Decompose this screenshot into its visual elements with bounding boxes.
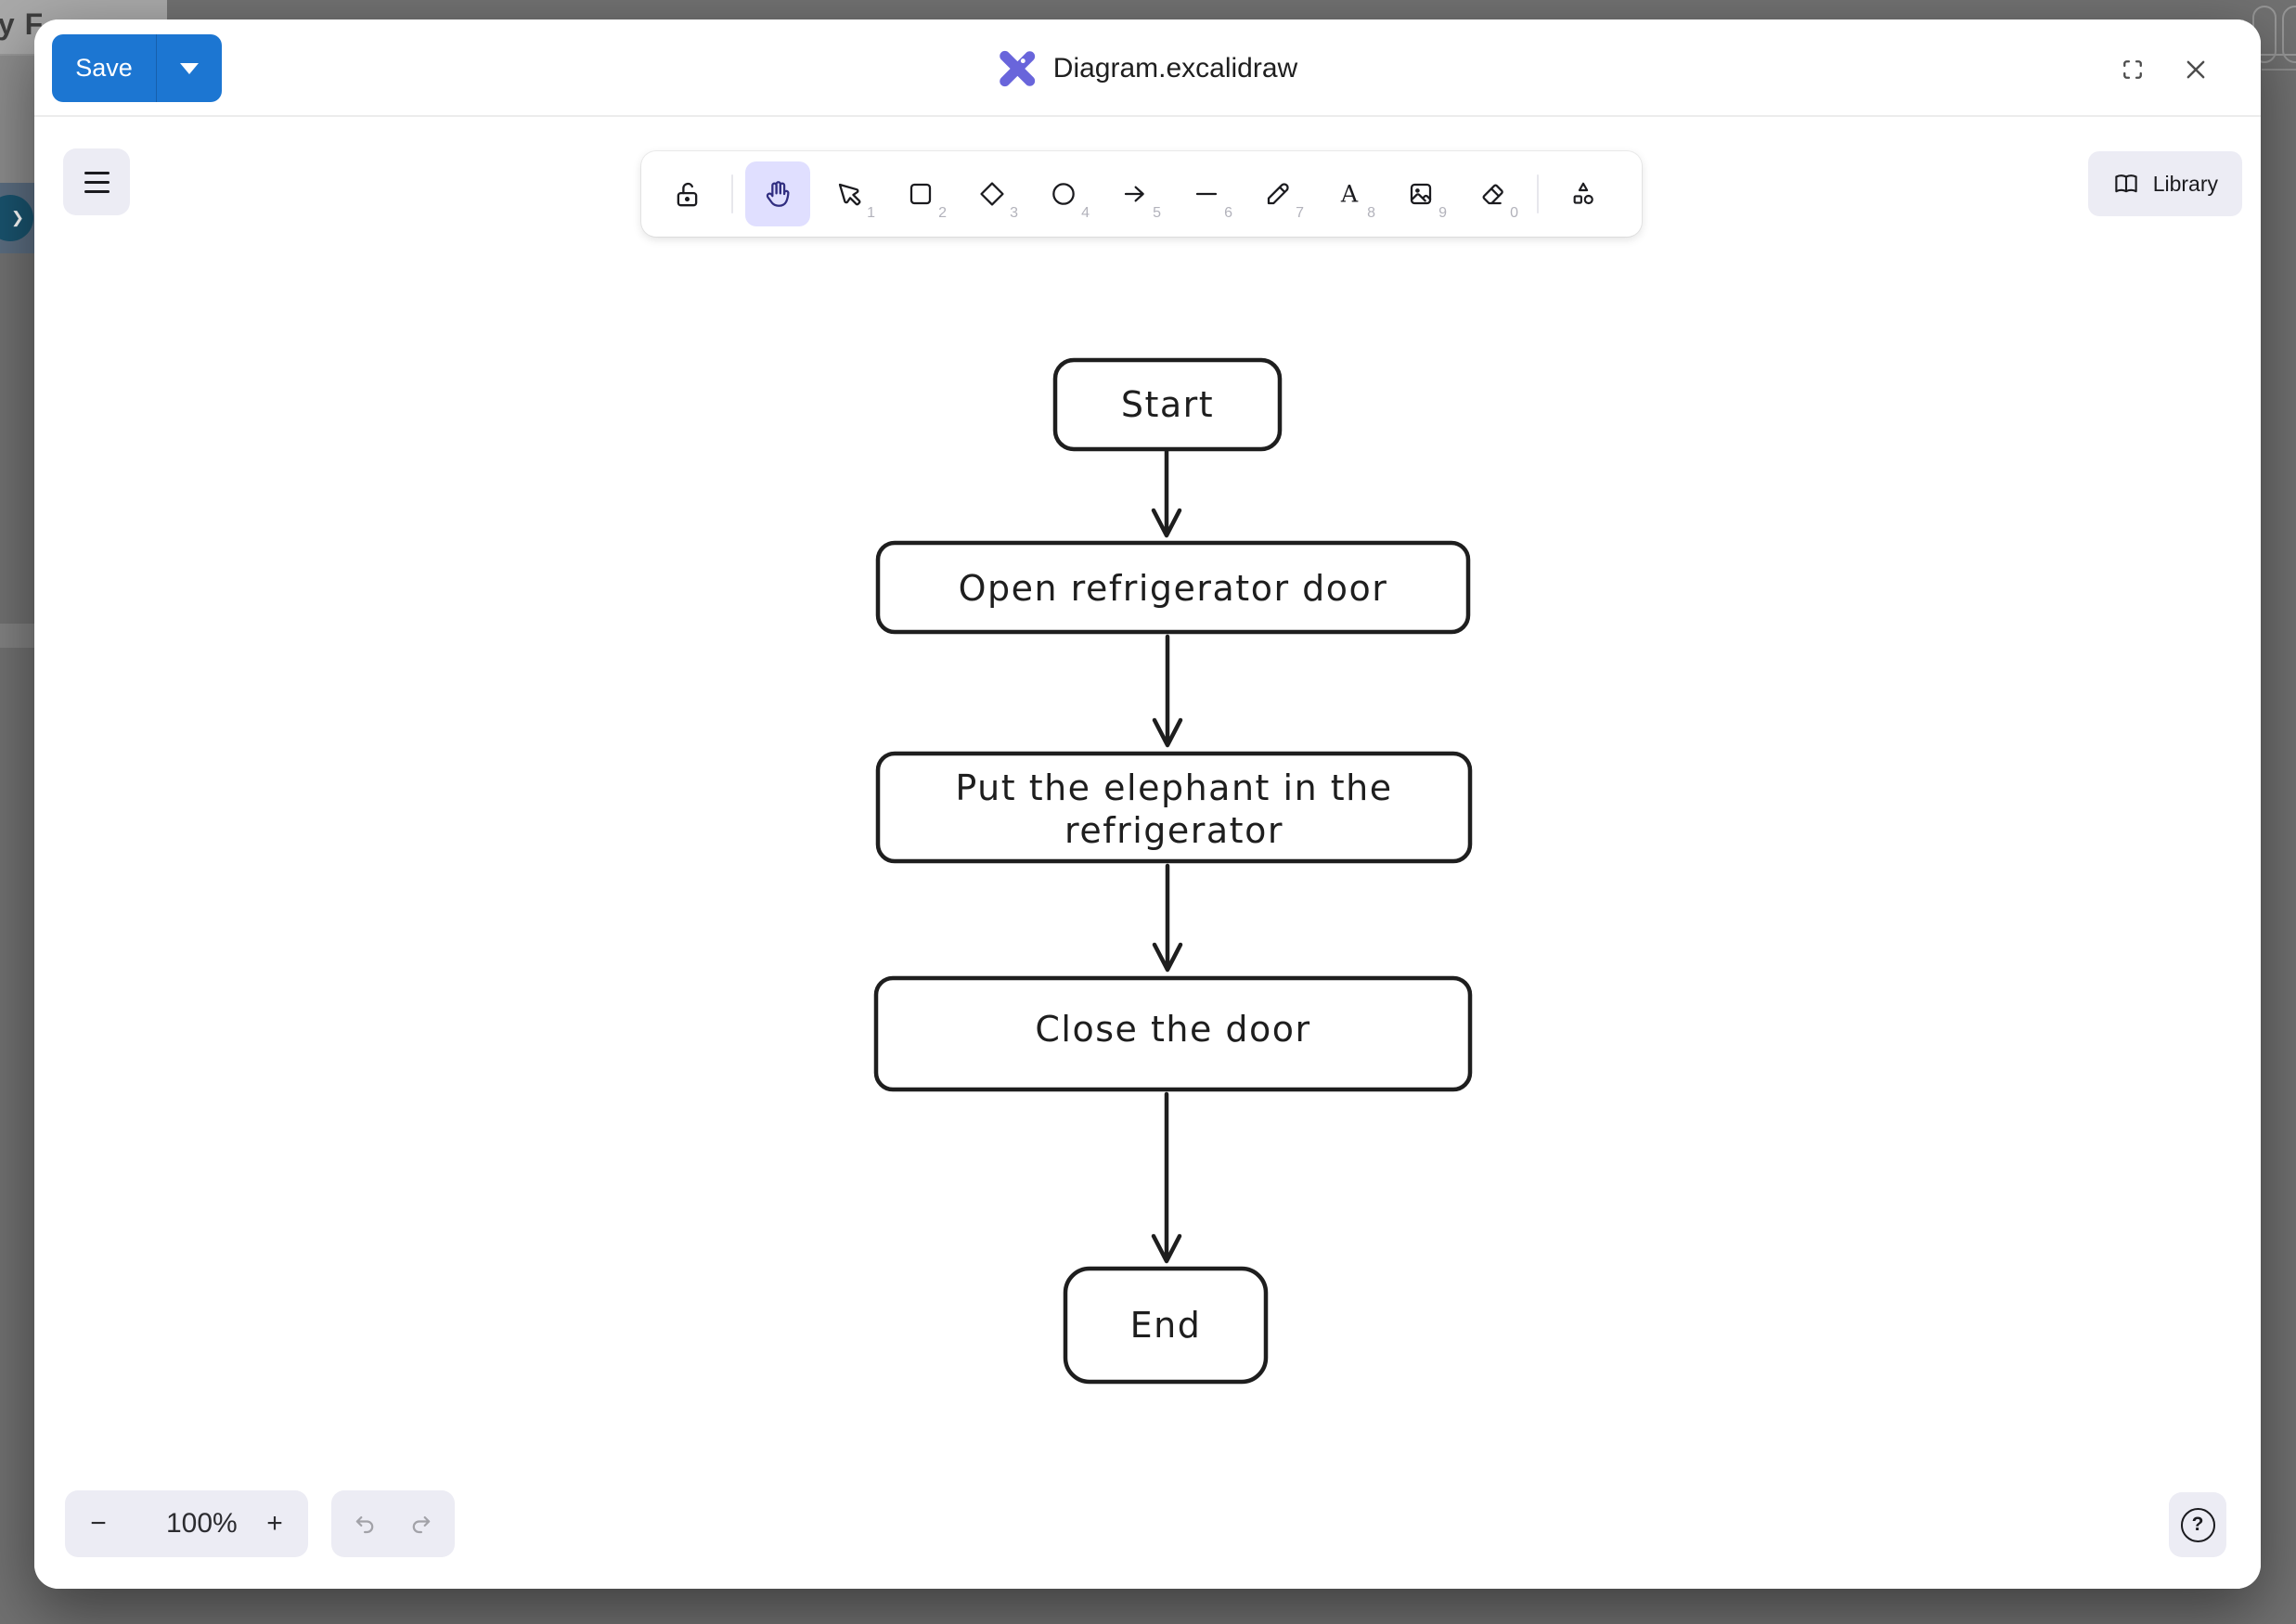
history-controls <box>331 1490 455 1557</box>
flow-edge[interactable] <box>1152 634 1183 748</box>
toolbar-divider <box>731 174 733 213</box>
fullscreen-button[interactable] <box>2114 51 2151 88</box>
shortcut-badge: 5 <box>1153 205 1161 221</box>
flow-edge[interactable] <box>1151 1091 1182 1264</box>
help-icon: ? <box>2180 1507 2215 1542</box>
shortcut-badge: 8 <box>1367 205 1375 221</box>
diamond-icon <box>980 182 1004 206</box>
zoom-level[interactable]: 100% <box>161 1498 238 1550</box>
hamburger-icon <box>84 171 110 193</box>
flow-node-put-elephant[interactable]: Put the elephant in the refrigerator <box>875 751 1473 864</box>
zoom-in-button[interactable]: + <box>249 1498 301 1550</box>
svg-text:Start: Start <box>1121 384 1214 425</box>
undo-icon <box>355 1516 373 1534</box>
redo-button[interactable] <box>397 1498 445 1550</box>
text-tool-button[interactable]: A 8 <box>1317 161 1382 226</box>
save-split-button: Save <box>52 34 222 102</box>
eraser-icon <box>1482 184 1503 205</box>
diamond-tool-button[interactable]: 3 <box>960 161 1025 226</box>
close-icon <box>2186 60 2205 79</box>
flowchart: Start Open refrigerator door Put the ele… <box>873 357 1473 1385</box>
svg-text:refrigerator: refrigerator <box>1064 810 1283 851</box>
flow-node-close-door[interactable]: Close the door <box>873 975 1473 1092</box>
shortcut-badge: 1 <box>867 205 875 221</box>
rectangle-icon <box>909 183 932 205</box>
toolbar-divider <box>1537 174 1539 213</box>
shortcut-badge: 9 <box>1438 205 1447 221</box>
shortcut-badge: 0 <box>1510 205 1518 221</box>
redo-icon <box>413 1516 431 1534</box>
svg-text:Put the elephant in the: Put the elephant in the <box>955 767 1392 808</box>
drawing-canvas[interactable]: Start Open refrigerator door Put the ele… <box>34 117 2261 1589</box>
modal-title-area: Diagram.excalidraw <box>34 19 2261 117</box>
ellipse-icon <box>1052 183 1075 205</box>
zoom-controls: − 100% + <box>65 1490 308 1557</box>
undo-button[interactable] <box>341 1498 389 1550</box>
help-button[interactable]: ? <box>2169 1492 2226 1557</box>
shapes-icon <box>1573 182 1593 205</box>
flow-node-start[interactable]: Start <box>1052 357 1283 452</box>
pencil-icon <box>1267 183 1289 205</box>
arrow-right-icon: ❯ <box>10 209 25 226</box>
save-options-button[interactable] <box>156 34 222 102</box>
lock-tool-button[interactable] <box>654 161 719 226</box>
unlock-icon <box>677 182 697 206</box>
excalidraw-logo-icon <box>1000 50 1035 86</box>
text-icon: A <box>1340 180 1359 208</box>
background-button-outline <box>2282 6 2296 63</box>
image-icon <box>1410 183 1432 205</box>
background-divider <box>2262 69 2296 71</box>
hand-tool-button[interactable] <box>745 161 810 226</box>
library-label: Library <box>2152 171 2218 196</box>
save-button[interactable]: Save <box>52 34 156 102</box>
book-icon <box>2115 174 2137 193</box>
hand-icon <box>766 181 790 207</box>
arrow-tool-button[interactable]: 5 <box>1103 161 1167 226</box>
shapes-tool-button[interactable] <box>1551 161 1616 226</box>
flow-node-open-door[interactable]: Open refrigerator door <box>875 540 1471 635</box>
shortcut-badge: 6 <box>1224 205 1232 221</box>
library-button[interactable]: Library <box>2087 151 2242 216</box>
zoom-out-button[interactable]: − <box>72 1498 124 1550</box>
image-tool-button[interactable]: 9 <box>1388 161 1453 226</box>
file-title: Diagram.excalidraw <box>1052 52 1298 84</box>
excalidraw-modal: Save Diagram.excalidraw <box>34 19 2261 1589</box>
modal-header: Save Diagram.excalidraw <box>34 19 2261 117</box>
tool-toolbar: 1 2 3 4 <box>641 151 1642 237</box>
shortcut-badge: 7 <box>1296 205 1304 221</box>
selection-cursor-icon <box>838 183 861 206</box>
svg-text:End: End <box>1130 1305 1202 1346</box>
flow-edge[interactable] <box>1152 863 1183 973</box>
svg-text:Close the door: Close the door <box>1035 1009 1310 1050</box>
shortcut-badge: 2 <box>938 205 947 221</box>
flow-node-end[interactable]: End <box>1063 1266 1269 1385</box>
shortcut-badge: 3 <box>1010 205 1018 221</box>
main-menu-button[interactable] <box>63 148 130 215</box>
close-button[interactable] <box>2177 51 2214 88</box>
rectangle-tool-button[interactable]: 2 <box>888 161 953 226</box>
svg-text:A: A <box>1340 180 1359 208</box>
svg-text:Open refrigerator door: Open refrigerator door <box>959 568 1388 609</box>
arrow-icon <box>1124 186 1144 202</box>
line-tool-button[interactable]: 6 <box>1174 161 1239 226</box>
eraser-tool-button[interactable]: 0 <box>1460 161 1525 226</box>
fullscreen-icon <box>2123 60 2142 79</box>
line-icon <box>1195 192 1218 196</box>
shortcut-badge: 4 <box>1081 205 1090 221</box>
selection-tool-button[interactable]: 1 <box>817 161 882 226</box>
ellipse-tool-button[interactable]: 4 <box>1031 161 1096 226</box>
caret-down-icon <box>180 62 199 74</box>
flow-edge[interactable] <box>1151 446 1182 538</box>
draw-tool-button[interactable]: 7 <box>1245 161 1310 226</box>
